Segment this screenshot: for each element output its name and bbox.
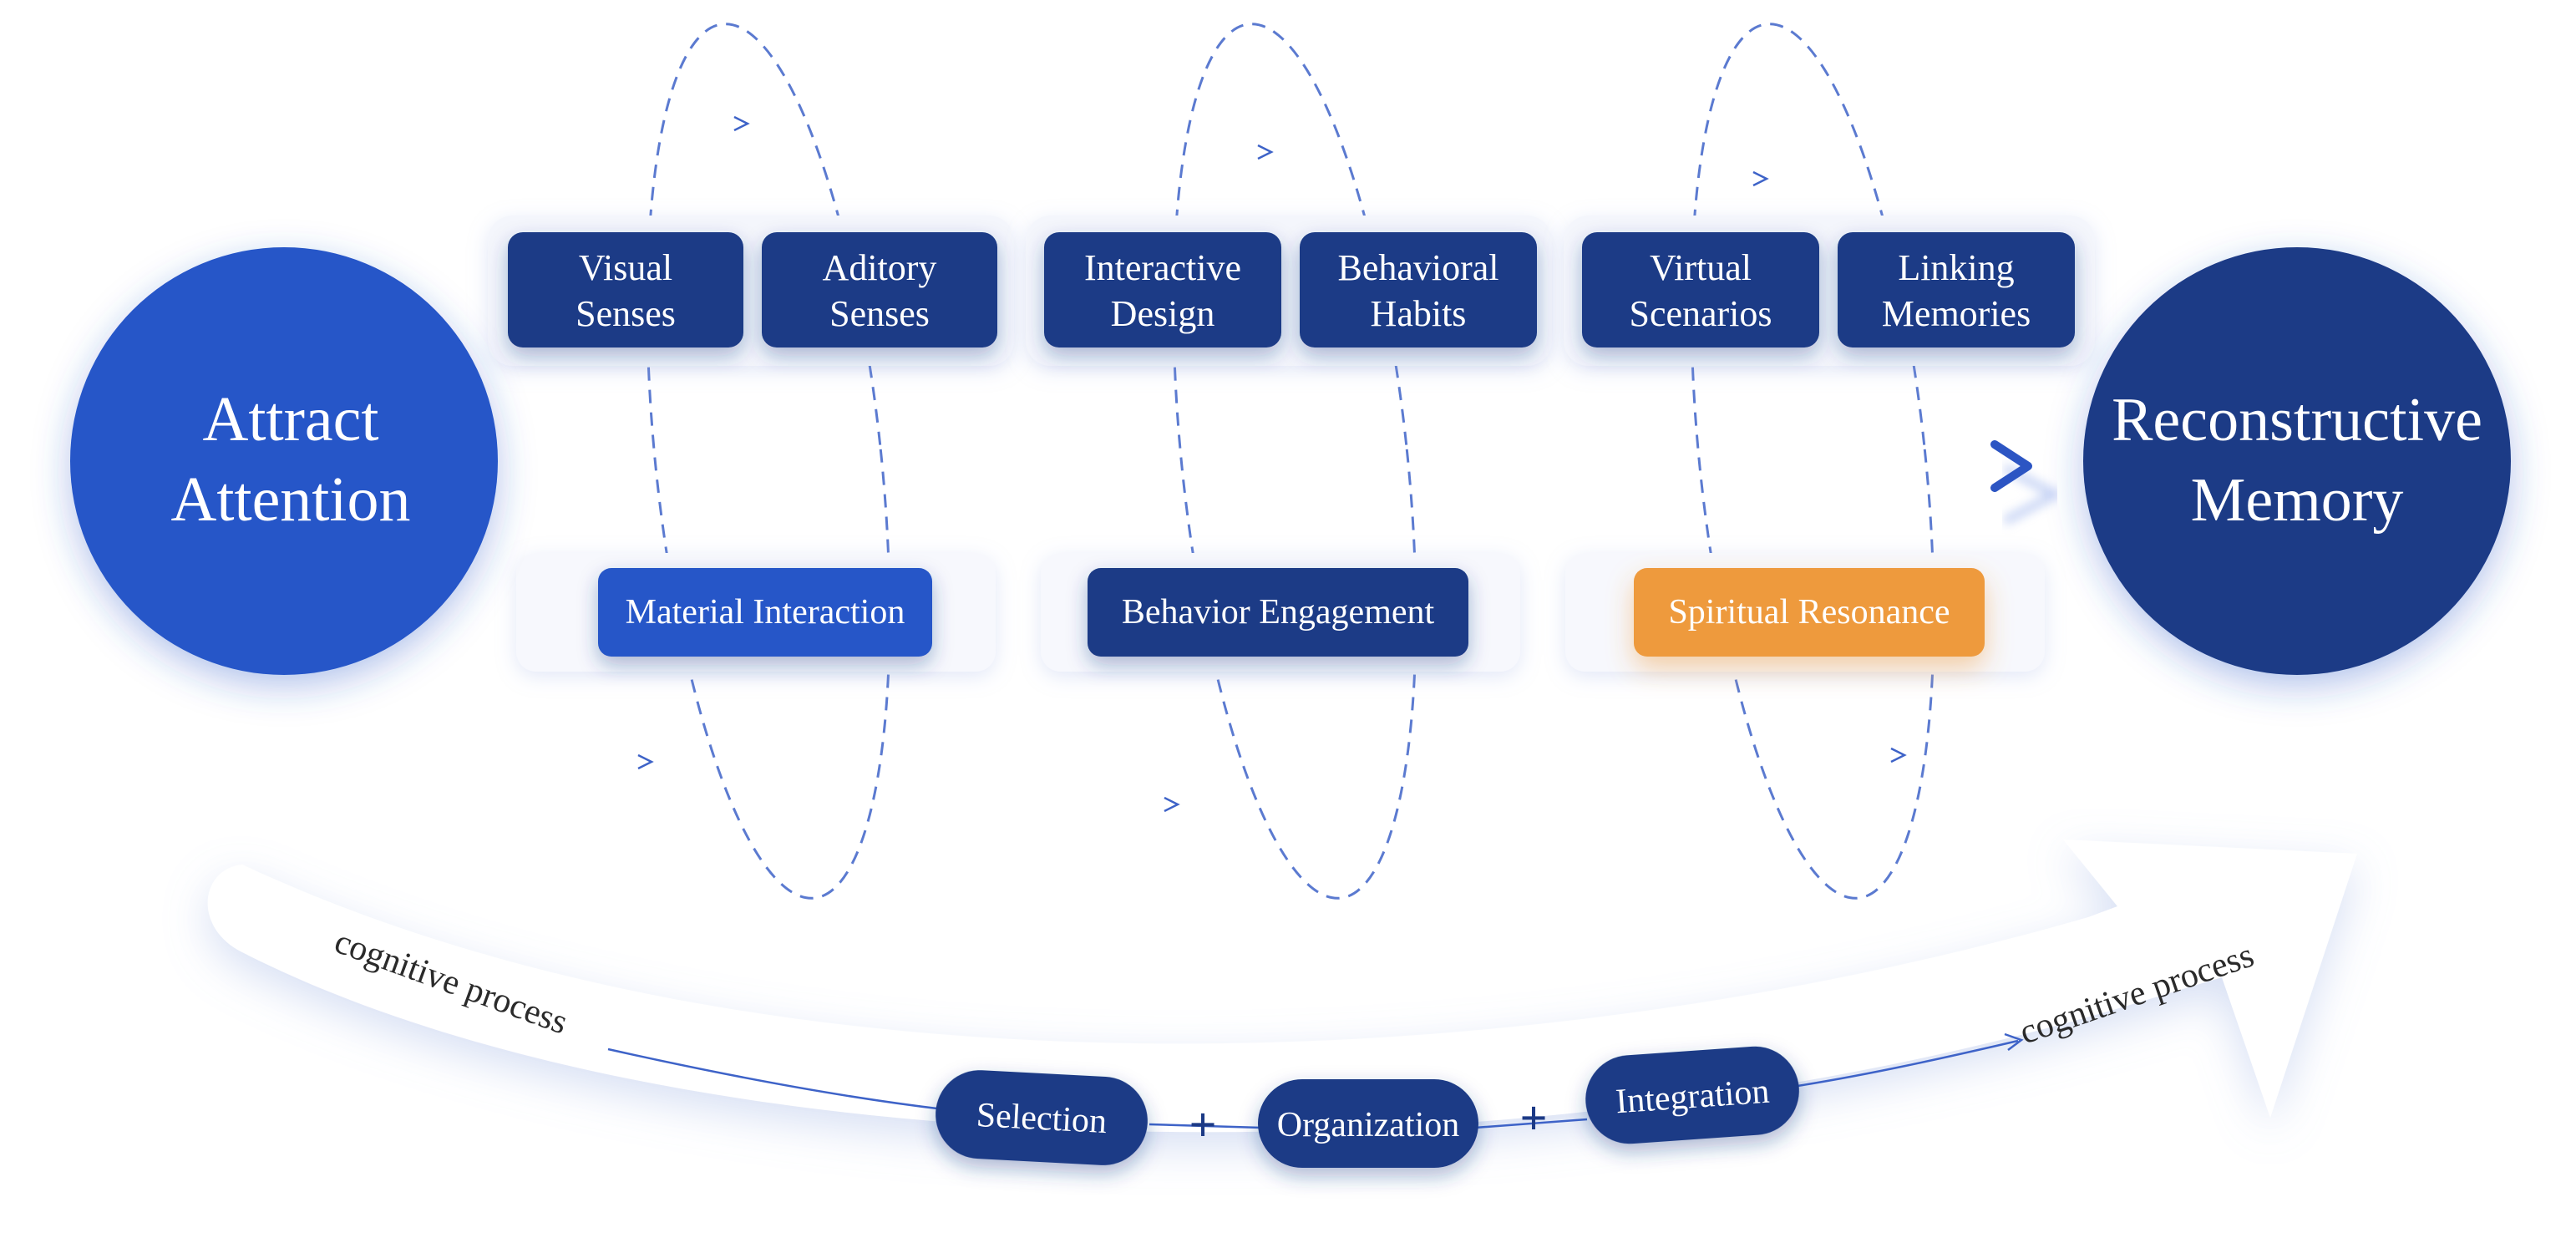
sense-box-visual-senses: Visual Senses [508, 232, 743, 347]
stage-label-spiritual-resonance: Spiritual Resonance [1634, 568, 1985, 657]
sense-box-line1: Behavioral [1337, 247, 1498, 288]
small-arrow-head [1890, 747, 1907, 763]
sense-box-aditory-senses: Aditory Senses [762, 232, 997, 347]
start-node: Attract Attention [70, 247, 498, 675]
step-pill-organization: Organization [1258, 1079, 1478, 1168]
stage-label-text: Material Interaction [626, 593, 905, 632]
stage-label-text: Behavior Engagement [1122, 593, 1435, 632]
sense-box-line2: Habits [1371, 293, 1467, 334]
small-arrow-head [1752, 170, 1769, 187]
end-node-line2: Memory [2191, 466, 2404, 535]
small-arrows [476, 115, 1907, 813]
small-arrow-head [1257, 144, 1274, 160]
start-node-line1: Attract [202, 384, 378, 454]
connector-line [607, 1047, 945, 1111]
stage-label-behavior-engagement: Behavior Engagement [1088, 568, 1468, 657]
main-flow-arrow [535, 440, 2064, 525]
step-pill-selection: Selection [936, 1070, 1148, 1165]
orbit-ellipse [1172, 23, 1417, 900]
orbit-ellipse [646, 23, 891, 900]
sense-box-interactive-design: Interactive Design [1044, 232, 1281, 347]
start-node-line2: Attention [170, 464, 410, 535]
small-arrow-head [733, 115, 750, 132]
cognitive-band-shape [207, 840, 2358, 1133]
connector-arrowhead [2004, 1032, 2024, 1051]
sense-boxes: Visual Senses Aditory Senses Interactive… [508, 232, 2075, 347]
end-node: Reconstructive Memory [2083, 247, 2511, 675]
sense-box-line1: Interactive [1084, 247, 1241, 288]
sense-box-line2: Senses [829, 293, 930, 334]
sense-box-virtual-scenarios: Virtual Scenarios [1582, 232, 1819, 347]
connector-line [1474, 1118, 1588, 1129]
sense-box-linking-memories: Linking Memories [1838, 232, 2075, 347]
small-arrow-head [1164, 796, 1180, 813]
plus-operator: + [1189, 1098, 1216, 1152]
sense-box-line1: Aditory [823, 247, 937, 288]
sense-box-behavioral-habits: Behavioral Habits [1300, 232, 1537, 347]
sense-box-line1: Linking [1898, 247, 2014, 288]
sense-box-line1: Visual [579, 247, 672, 288]
sense-box-line2: Senses [576, 293, 676, 334]
step-pill-integration: Integration [1585, 1046, 1799, 1144]
stage-labels: Material Interaction Behavior Engagement… [598, 568, 1985, 657]
sense-box-line2: Memories [1882, 293, 2031, 334]
orbit-ellipse [1690, 23, 1935, 900]
connector-line [1797, 1039, 2019, 1088]
plus-operator: + [1519, 1091, 1547, 1145]
stage-label-text: Spiritual Resonance [1668, 593, 1950, 632]
sense-box-line2: Scenarios [1629, 293, 1772, 334]
small-arrow-head [637, 753, 654, 770]
orbit-ellipses [646, 23, 1935, 900]
stage-label-material-interaction: Material Interaction [598, 568, 932, 657]
sense-box-line1: Virtual [1650, 247, 1752, 288]
cognitive-band: cognitive process cognitive process Sele… [207, 840, 2358, 1168]
sense-box-line2: Design [1111, 293, 1215, 334]
end-node-line1: Reconstructive [2112, 386, 2482, 454]
step-pill-text: Organization [1277, 1106, 1460, 1144]
step-pill-text: Selection [976, 1096, 1108, 1141]
connector-line [1149, 1123, 1262, 1129]
